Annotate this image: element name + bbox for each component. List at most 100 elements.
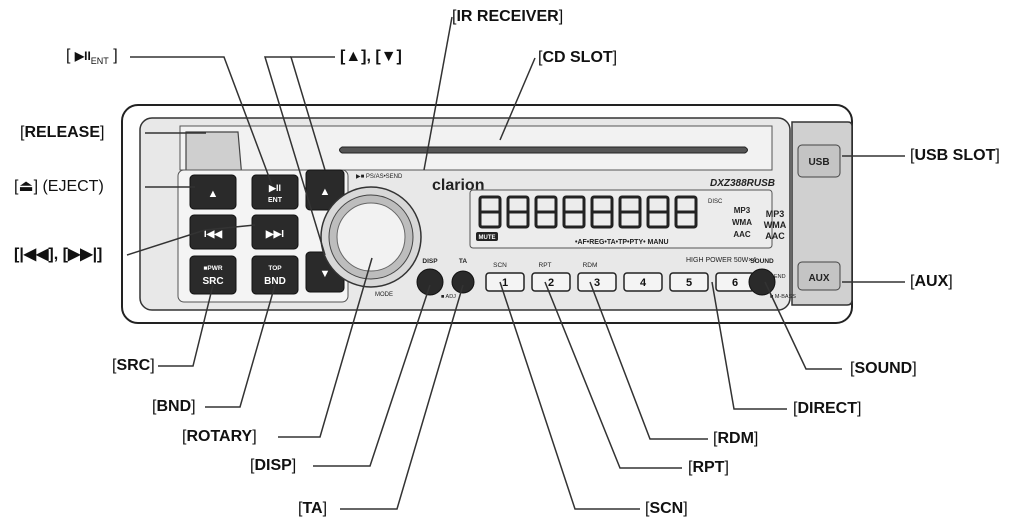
- preset-number: 2: [548, 277, 554, 289]
- play-pause-button[interactable]: ▶II ENT: [251, 174, 299, 210]
- ent-label: ENT: [268, 197, 283, 204]
- mute-text: MUTE: [479, 235, 496, 241]
- label-rpt-text: RPT: [692, 459, 725, 476]
- leader-scn: [499, 281, 640, 510]
- power-rating: HIGH POWER 50W×4: [686, 257, 756, 264]
- src-label: SRC: [202, 276, 223, 287]
- leader-down: [263, 56, 326, 256]
- down-icon: ▼: [320, 268, 331, 280]
- preset-buttons: 1 2 3 4 5 6: [485, 272, 755, 292]
- bnd-top-label: TOP: [268, 265, 282, 272]
- label-play-pause-text: ▶II: [74, 49, 91, 63]
- label-prev-next: [|◀◀], [▶▶|]: [14, 246, 102, 264]
- label-direct-text: DIRECT: [797, 400, 858, 417]
- aux-jack-text: AUX: [808, 273, 829, 284]
- disc-label: DISC: [708, 199, 723, 205]
- label-cd-slot: [CD SLOT]: [538, 49, 618, 66]
- leader-src: [158, 284, 214, 367]
- label-scn: [SCN]: [645, 500, 688, 517]
- bnd-label: BND: [264, 276, 286, 287]
- label-src-text: SRC: [116, 357, 151, 374]
- leader-bnd: [205, 284, 276, 408]
- label-rotary-text: ROTARY: [186, 428, 253, 445]
- disp-button[interactable]: [416, 268, 444, 296]
- leader-disp: [313, 284, 431, 467]
- preset-number: 3: [594, 277, 600, 289]
- preset-button-2[interactable]: 2: [531, 272, 571, 292]
- leader-prev-next: [126, 224, 256, 256]
- label-sound-text: SOUND: [854, 360, 913, 377]
- side-format-wma: WMA: [764, 220, 787, 230]
- preset-number: 4: [640, 277, 647, 289]
- usb-slot-text: USB: [808, 157, 829, 168]
- cd-slot[interactable]: [339, 146, 748, 154]
- disp-text: DISP: [422, 258, 438, 265]
- leader-ir-receiver: [423, 16, 453, 171]
- label-up-down-text: [▲], [▼]: [340, 48, 402, 65]
- label-cd-slot-text: CD SLOT: [542, 49, 613, 66]
- label-bnd-text: BND: [156, 398, 192, 415]
- prev-icon: I◀◀: [204, 229, 222, 240]
- format-mp3: MP3: [734, 206, 751, 215]
- preset-button-6[interactable]: 6: [715, 272, 755, 292]
- leader-ta: [340, 284, 464, 510]
- sound-text: SOUND: [750, 258, 774, 265]
- label-ta: [TA]: [298, 500, 328, 517]
- leader-sound: [764, 281, 842, 370]
- prev-track-button[interactable]: I◀◀: [189, 214, 237, 250]
- label-ir-receiver: [IR RECEIVER]: [452, 8, 564, 25]
- format-wma: WMA: [732, 218, 752, 227]
- ta-button[interactable]: [451, 270, 475, 294]
- label-play-pause-sub: ENT: [90, 56, 109, 67]
- src-button[interactable]: ■PWR SRC: [189, 255, 237, 295]
- label-usb-slot: [USB SLOT]: [910, 147, 1000, 164]
- label-aux: [AUX]: [910, 273, 953, 290]
- label-direct: [DIRECT]: [793, 400, 862, 417]
- label-ir-receiver-text: IR RECEIVER: [456, 8, 559, 25]
- sound-end-text: END: [774, 274, 786, 280]
- mute-badge: [476, 232, 498, 241]
- preset-tag-rpt: RPT: [539, 262, 552, 269]
- label-sound: [SOUND]: [850, 360, 917, 377]
- label-release-text: RELEASE: [24, 124, 101, 141]
- leader-lines: [126, 16, 905, 510]
- usb-slot-cover: [797, 144, 841, 178]
- format-aac: AAC: [733, 230, 751, 239]
- preset-tag-scn: SCN: [493, 262, 507, 269]
- leader-rdm: [589, 281, 708, 440]
- leader-cd-slot: [499, 57, 536, 141]
- eject-button[interactable]: ▲: [189, 174, 237, 210]
- label-prev-next-text: [|◀◀], [▶▶|]: [14, 246, 103, 263]
- label-rdm: [RDM]: [713, 430, 759, 447]
- preset-number: 6: [732, 277, 738, 289]
- label-play-pause: [ ▶IIENT ]: [66, 47, 118, 67]
- aux-jack-cover: [797, 261, 841, 291]
- model-number: DXZ388RUSB: [710, 178, 775, 189]
- preset-button-3[interactable]: 3: [577, 272, 617, 292]
- sound-button[interactable]: [748, 268, 776, 296]
- ta-text: TA: [459, 258, 467, 265]
- label-scn-text: SCN: [649, 500, 684, 517]
- label-up-down: [▲], [▼]: [340, 48, 402, 66]
- next-track-button[interactable]: ▶▶I: [251, 214, 299, 250]
- label-usb-slot-text: USB SLOT: [914, 147, 996, 164]
- label-disp-text: DISP: [254, 457, 292, 474]
- leader-rpt: [544, 281, 682, 469]
- preset-button-1[interactable]: 1: [485, 272, 525, 292]
- preset-number: 1: [502, 277, 508, 289]
- label-aux-text: AUX: [914, 273, 949, 290]
- label-rdm-text: RDM: [717, 430, 754, 447]
- leader-direct: [711, 281, 787, 410]
- preset-button-4[interactable]: 4: [623, 272, 663, 292]
- label-eject: [⏏] (EJECT): [14, 178, 104, 196]
- next-icon: ▶▶I: [265, 229, 284, 240]
- rotary-knob[interactable]: [320, 186, 422, 288]
- side-format-mp3: MP3: [766, 209, 785, 219]
- label-ta-text: TA: [302, 500, 323, 517]
- preset-button-5[interactable]: 5: [669, 272, 709, 292]
- bnd-button[interactable]: TOP BND: [251, 255, 299, 295]
- feature-indicators: •AF•REG•TA•TP•PTY• MANU: [575, 239, 669, 246]
- label-disp: [DISP]: [250, 457, 297, 474]
